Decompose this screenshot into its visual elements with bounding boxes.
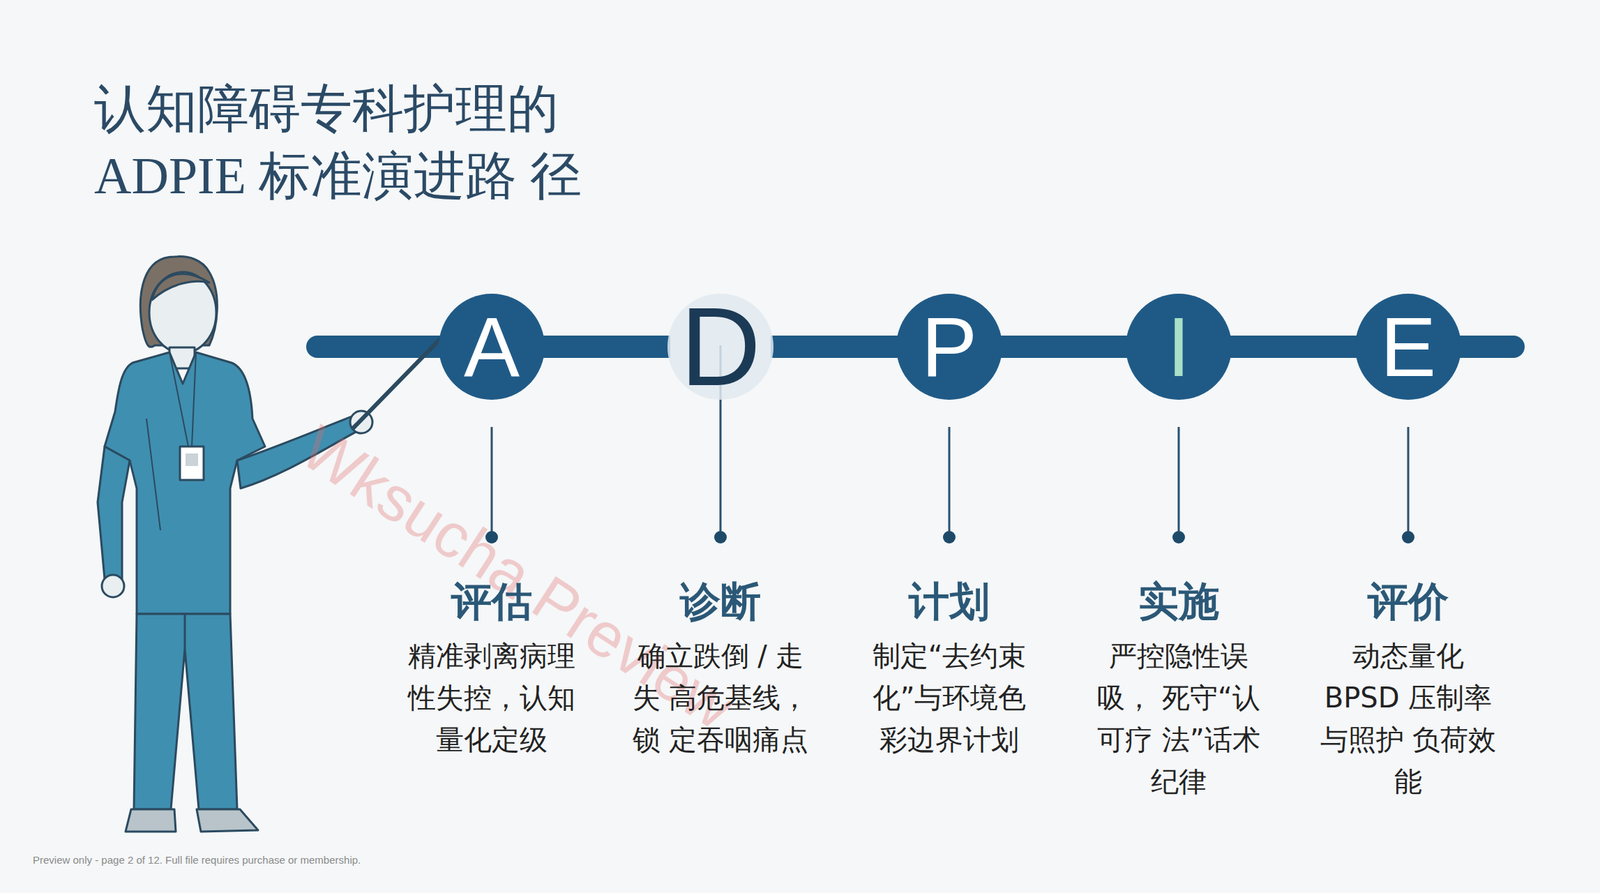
phase-heading: 评估 [387,577,597,627]
phase-circle: A [438,293,545,400]
phase-letter: I [1166,304,1190,389]
phase-description: 精准剥离病理 性失控，认知 量化定级 [396,634,587,761]
slide-title: 认知障碍专科护理的 ADPIE 标准演进路 径 [94,75,597,210]
phase-description: 确立跌倒 / 走 失 高危基线，锁 定吞咽痛点 [625,634,816,761]
phase-circle: P [896,293,1003,400]
timeline-bar [770,335,900,358]
phase-circle: D [667,293,774,400]
phase-heading: 计划 [844,577,1054,627]
timeline-bar [1228,335,1358,358]
phase-description: 动态量化 BPSD 压制率与照护 负荷效能 [1313,634,1504,803]
phase-letter: E [1380,304,1437,389]
timeline-bar [999,335,1129,358]
phase-circle: E [1355,293,1462,400]
phase-letter: P [921,304,978,389]
phase-heading: 评价 [1303,577,1513,627]
phase-description: 严控隐性误吸， 死守“认可疗 法”话术纪律 [1083,634,1274,803]
timeline-bar [1457,335,1514,358]
phase-heading: 实施 [1074,577,1284,627]
phase-circle: I [1125,293,1232,400]
phase-letter: A [463,304,520,389]
nurse-figure [97,256,441,832]
phase-description: 制定“去约束 化”与环境色 彩边界计划 [854,634,1045,761]
phase-letter: D [680,290,761,403]
footer-note: Preview only - page 2 of 12. Full file r… [32,853,361,866]
phase-heading: 诊断 [615,577,826,627]
timeline-bar [541,335,671,358]
